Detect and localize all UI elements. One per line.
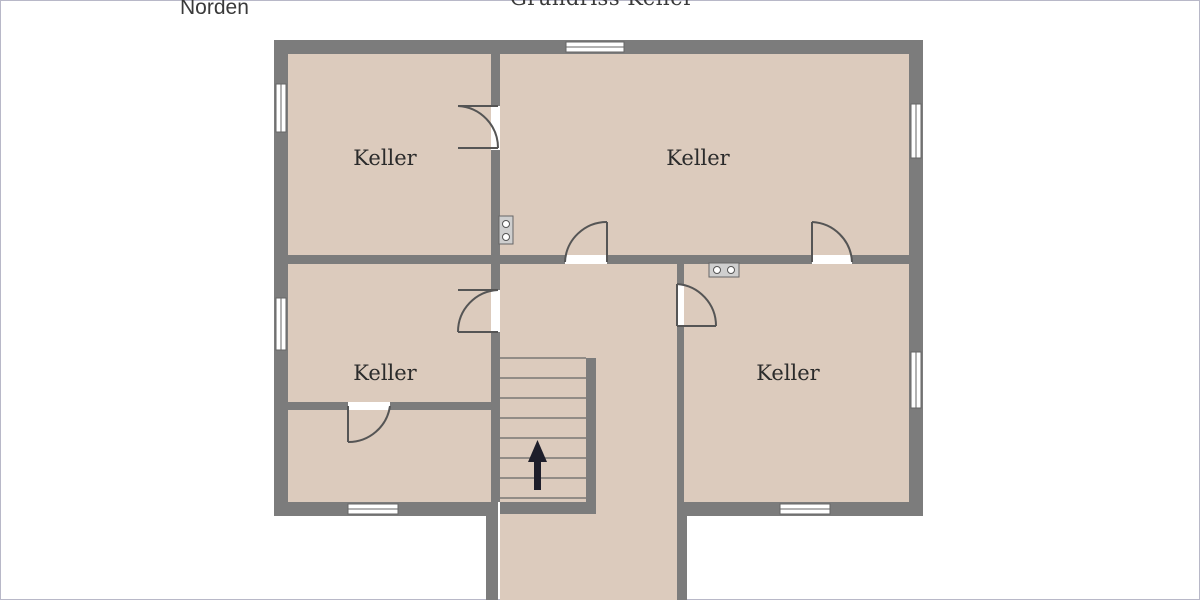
door-nw-ne: [457, 105, 500, 149]
window-west-lower: [275, 297, 287, 351]
window-east-upper: [910, 103, 922, 159]
room-labels: Keller Keller Keller Keller: [353, 146, 820, 385]
room-label-ne: Keller: [666, 146, 730, 170]
floor-room-w: [288, 264, 491, 402]
window-south-east: [779, 503, 831, 515]
room-label-w: Keller: [353, 361, 417, 385]
floors: [288, 54, 909, 600]
window-west-upper: [275, 83, 287, 133]
door-ne-corridor: [564, 220, 608, 263]
floor-room-nw: [288, 54, 491, 255]
doors: [347, 105, 853, 444]
door-corridor-east: [676, 283, 718, 327]
floor-room-ne: [500, 54, 909, 255]
window-south-west: [347, 503, 399, 515]
room-label-e: Keller: [756, 361, 820, 385]
orientation-label: Norden: [180, 0, 249, 19]
door-ne-east: [811, 221, 853, 263]
floor-room-sw: [288, 410, 491, 502]
socket-fixture-east: [708, 262, 740, 278]
stair-up-arrow-icon: [528, 440, 547, 490]
window-top: [565, 41, 625, 53]
door-w-sw: [347, 405, 391, 444]
room-label-nw: Keller: [353, 146, 417, 170]
interior-walls: [288, 54, 909, 514]
staircase: [500, 357, 586, 499]
fixtures: [498, 215, 740, 278]
plan-title: Grundriss Keller: [510, 0, 694, 10]
door-west-corridor: [456, 289, 499, 333]
windows: [275, 41, 922, 515]
socket-fixture-west: [498, 215, 514, 245]
window-east-lower: [910, 351, 922, 409]
floor-room-e: [684, 264, 909, 502]
